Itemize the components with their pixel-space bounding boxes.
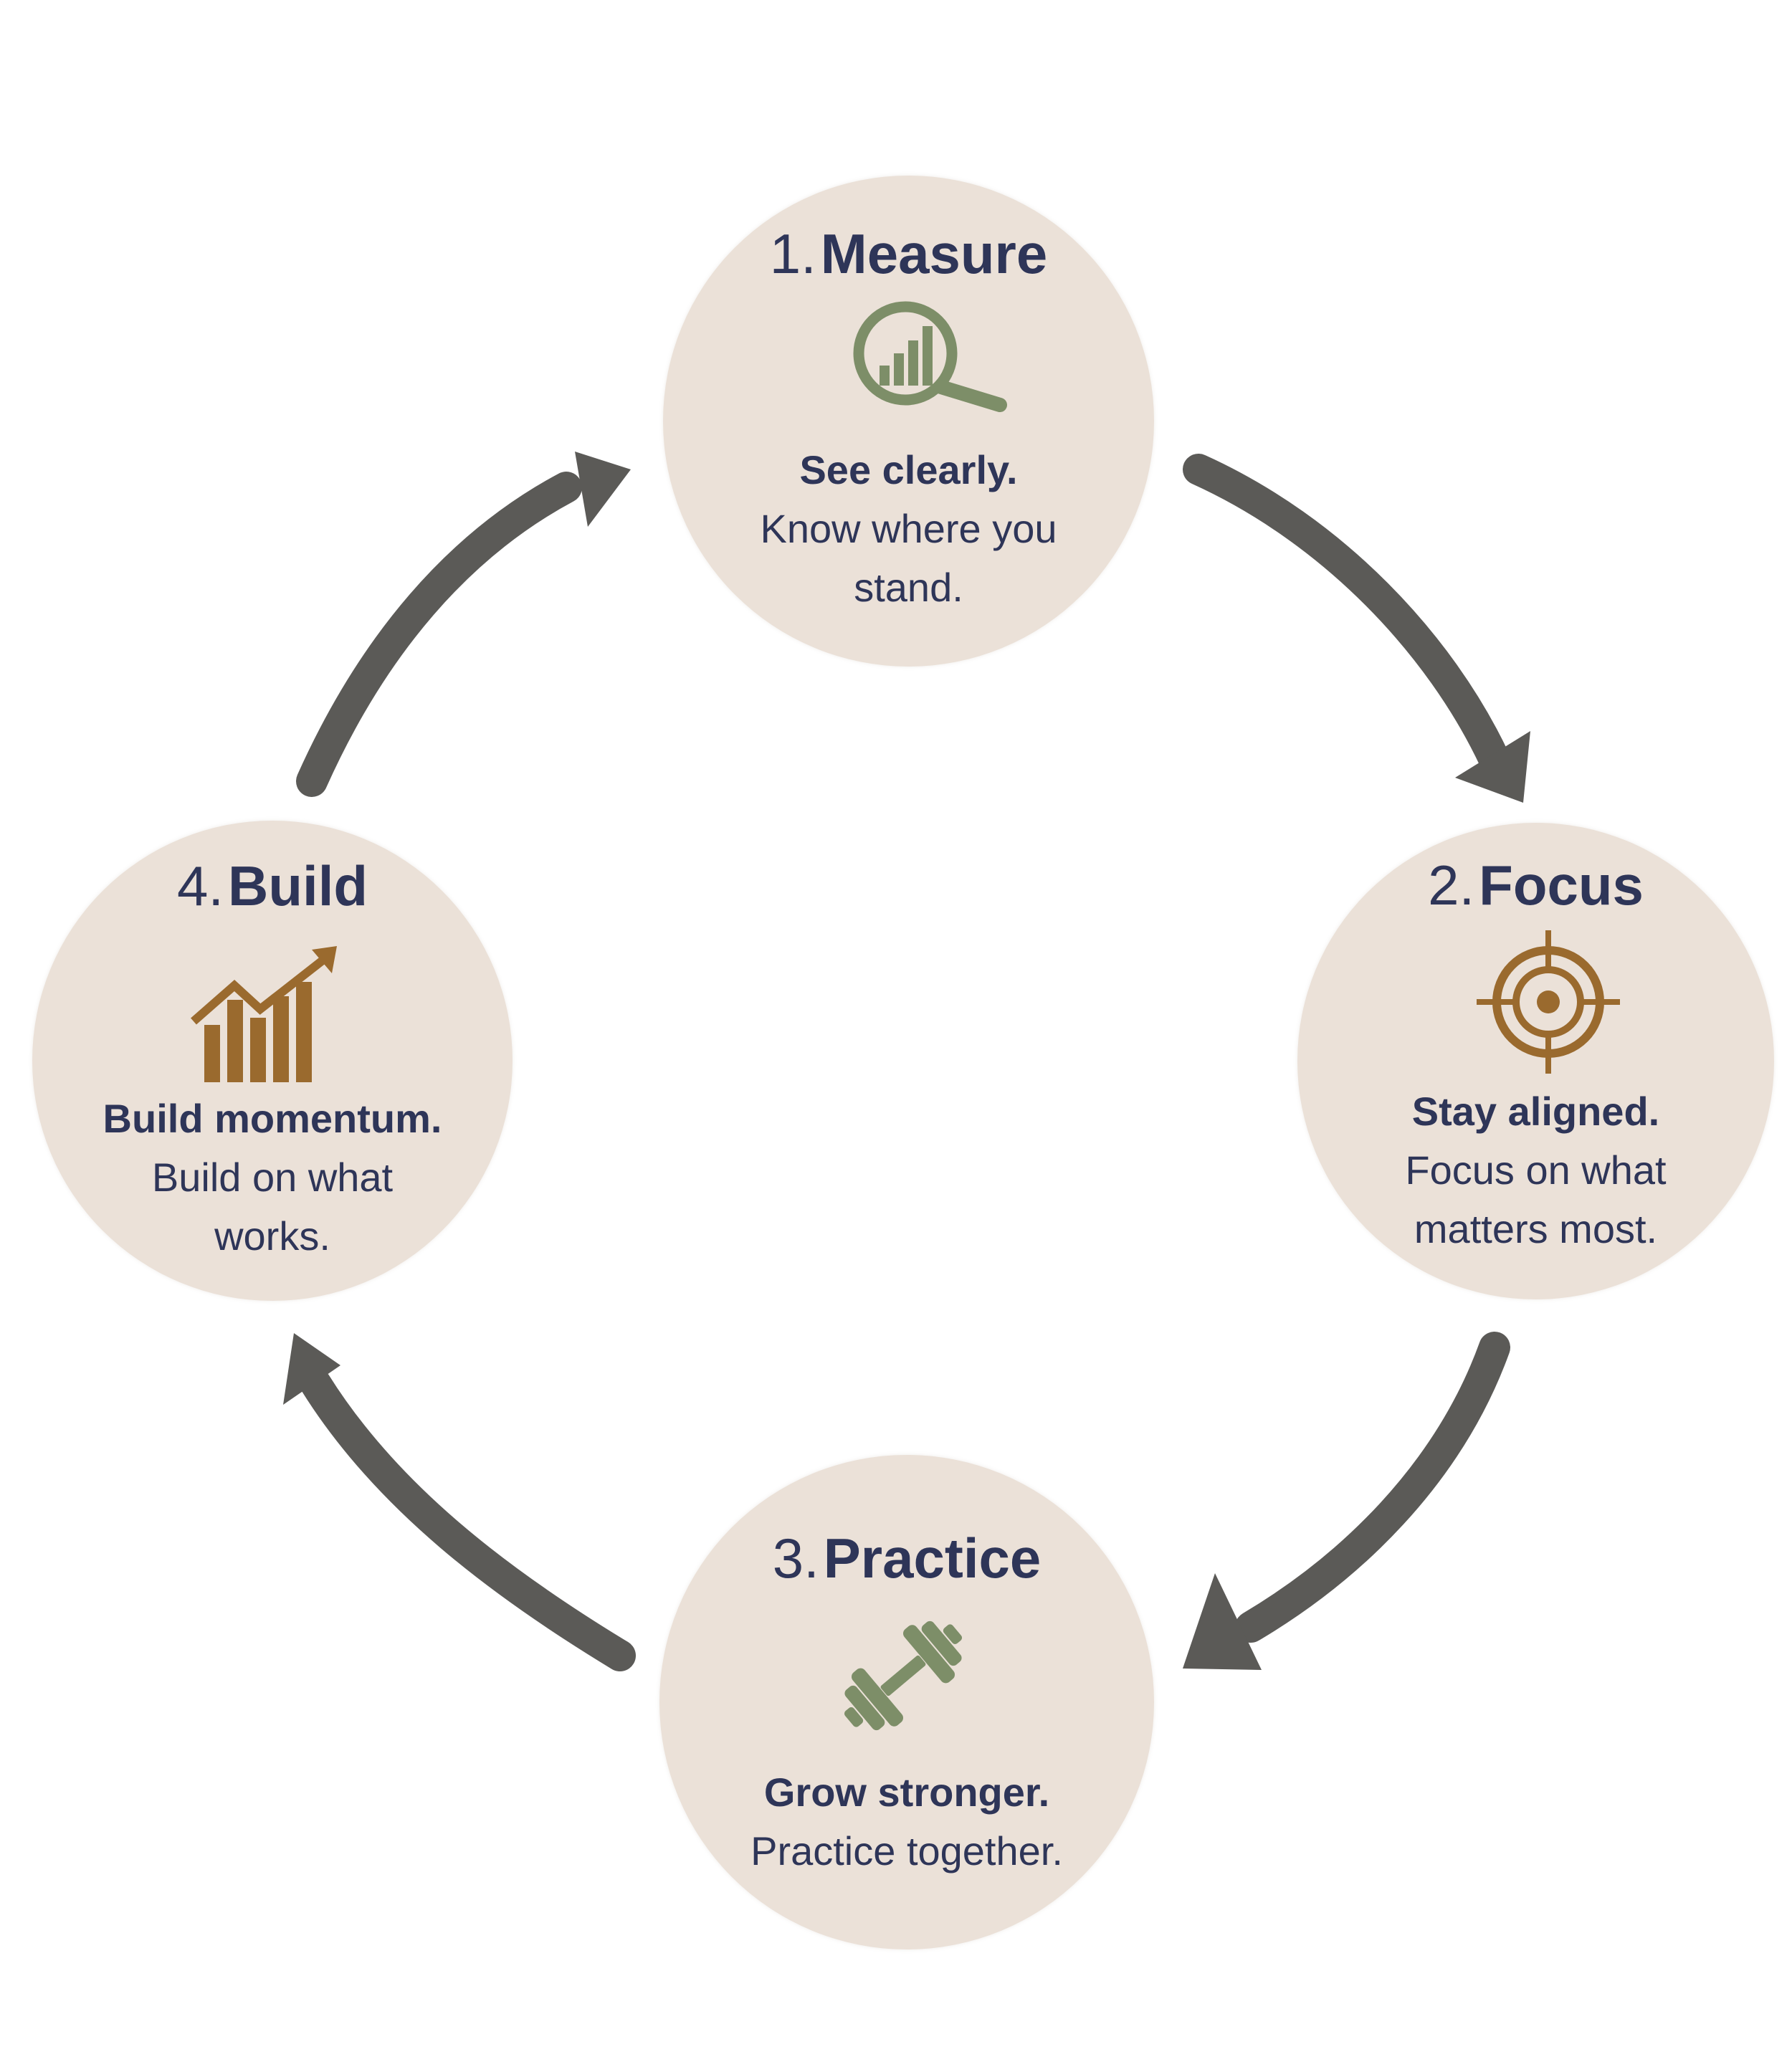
arrow-measure-to-focus <box>1183 454 1510 775</box>
arrowhead-build <box>283 1333 340 1405</box>
step-build-title: Build <box>228 854 368 917</box>
step-practice-headline: Grow stronger. <box>763 1770 1050 1815</box>
step-practice: 3.Practice Grow stronger. Practice toget… <box>659 1455 1154 1949</box>
step-measure-line-1: Know where you <box>760 506 1057 551</box>
arrow-build-to-measure <box>296 472 582 797</box>
arrowhead-focus <box>1455 731 1530 803</box>
step-measure-title: Measure <box>820 222 1048 285</box>
step-practice-text: Grow stronger. Practice together. <box>659 1763 1154 1881</box>
step-focus-number: 2. <box>1428 854 1475 917</box>
step-measure-headline: See clearly. <box>799 447 1018 492</box>
magnifier-chart-icon <box>853 301 1007 412</box>
step-focus-line-1: Focus on what <box>1405 1147 1667 1193</box>
step-measure-text: See clearly. Know where you stand. <box>663 441 1154 617</box>
step-focus-headline: Stay aligned. <box>1411 1089 1660 1134</box>
step-measure-number: 1. <box>769 222 816 285</box>
step-build-line-2: works. <box>214 1213 330 1259</box>
step-practice-title: Practice <box>823 1527 1042 1590</box>
step-measure-heading: 1.Measure <box>663 226 1154 282</box>
step-focus-text: Stay aligned. Focus on what matters most… <box>1297 1082 1774 1259</box>
arrow-focus-to-practice <box>1235 1332 1510 1643</box>
step-practice-line-1: Practice together. <box>750 1828 1063 1873</box>
arrowhead-measure <box>575 452 631 527</box>
step-focus-heading: 2.Focus <box>1297 857 1774 913</box>
arrow-practice-to-build <box>300 1367 636 1671</box>
step-build-text: Build momentum. Build on what works. <box>32 1089 513 1266</box>
dumbbell-icon <box>844 1620 963 1731</box>
step-focus: 2.Focus Stay aligned. Focus on what matt… <box>1297 823 1774 1299</box>
step-measure-line-2: stand. <box>854 565 963 610</box>
step-measure: 1.Measure See clearly. Know where you st… <box>663 176 1154 667</box>
step-build-line-1: Build on what <box>151 1155 394 1200</box>
step-build: 4.Build Build momentum. Build on what wo… <box>32 821 513 1301</box>
step-focus-title: Focus <box>1479 854 1644 917</box>
step-build-heading: 4.Build <box>32 858 513 914</box>
target-crosshair-icon <box>1477 930 1620 1074</box>
arrowhead-practice <box>1183 1573 1262 1670</box>
step-build-headline: Build momentum. <box>103 1096 442 1141</box>
step-practice-heading: 3.Practice <box>659 1530 1154 1586</box>
step-focus-line-2: matters most. <box>1414 1206 1658 1251</box>
growth-chart-icon <box>191 946 337 1082</box>
step-build-number: 4. <box>176 854 224 917</box>
step-practice-number: 3. <box>772 1527 819 1590</box>
